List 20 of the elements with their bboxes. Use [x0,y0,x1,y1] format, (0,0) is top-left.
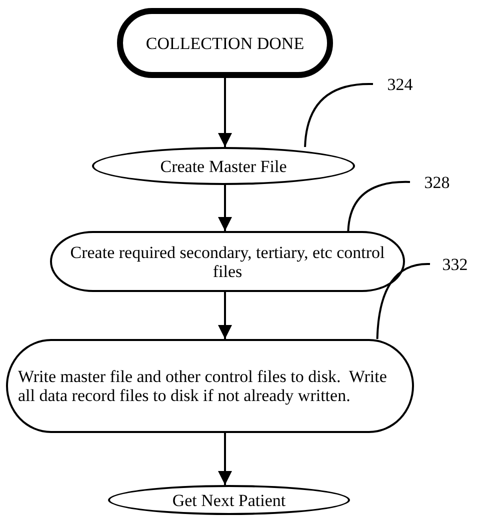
step-text: Create Master File [160,156,287,176]
arrow [218,78,232,147]
leader-line [347,181,410,232]
step-text: COLLECTION DONE [146,34,304,52]
callout-number: 324 [387,74,413,94]
arrow [218,433,232,485]
process-box [92,147,355,185]
step-text: Create required secondary, tertiary, etc control files [69,242,386,280]
process-box [50,231,405,292]
terminal-box [117,8,333,78]
process-box [6,339,414,433]
arrow [218,292,232,339]
arrow [218,185,232,231]
callout-number: 332 [442,254,468,274]
leader-line [304,83,374,148]
leader-line [376,263,430,340]
process-box [108,485,350,515]
callout-number: 328 [424,172,450,192]
step-text: Get Next Patient [172,490,286,510]
step-text: Write master file and other control files to disk. Write all data record files to disk if not already written. [18,367,388,405]
